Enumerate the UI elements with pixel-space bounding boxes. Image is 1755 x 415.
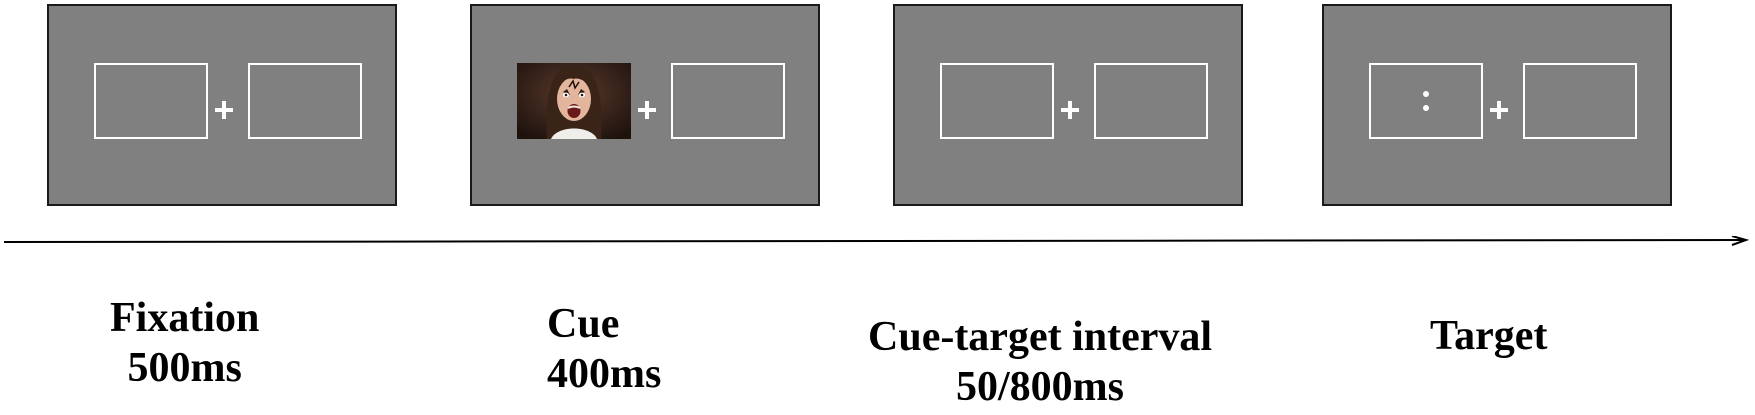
stage-name: Fixation xyxy=(110,295,260,341)
cue-screen xyxy=(470,4,820,206)
left-placeholder-box xyxy=(940,63,1054,139)
stage-label-cue: Cue 400ms xyxy=(547,299,661,399)
left-placeholder-box xyxy=(94,63,208,139)
right-placeholder-box xyxy=(1094,63,1208,139)
right-placeholder-box xyxy=(671,63,785,139)
timeline-arrow xyxy=(4,236,1750,246)
right-placeholder-box xyxy=(1523,63,1637,139)
target-screen xyxy=(1322,4,1672,206)
stage-label-fixation: Fixation 500ms xyxy=(110,293,259,393)
stage-duration: 500ms xyxy=(127,345,242,391)
target-colon-icon xyxy=(1423,91,1429,111)
stage-label-target: Target xyxy=(1430,311,1547,361)
fixation-screen xyxy=(47,4,397,206)
stage-label-interval: Cue-target interval 50/800ms xyxy=(868,312,1212,412)
stage-name: Target xyxy=(1430,313,1548,359)
right-placeholder-box xyxy=(248,63,362,139)
cue-face-image xyxy=(517,63,631,139)
stage-name: Cue xyxy=(547,301,620,347)
stage-name: Cue-target interval xyxy=(868,314,1213,360)
stage-duration: 400ms xyxy=(547,351,662,397)
stage-duration: 50/800ms xyxy=(956,364,1125,410)
target-box xyxy=(1369,63,1483,139)
interval-screen xyxy=(893,4,1243,206)
